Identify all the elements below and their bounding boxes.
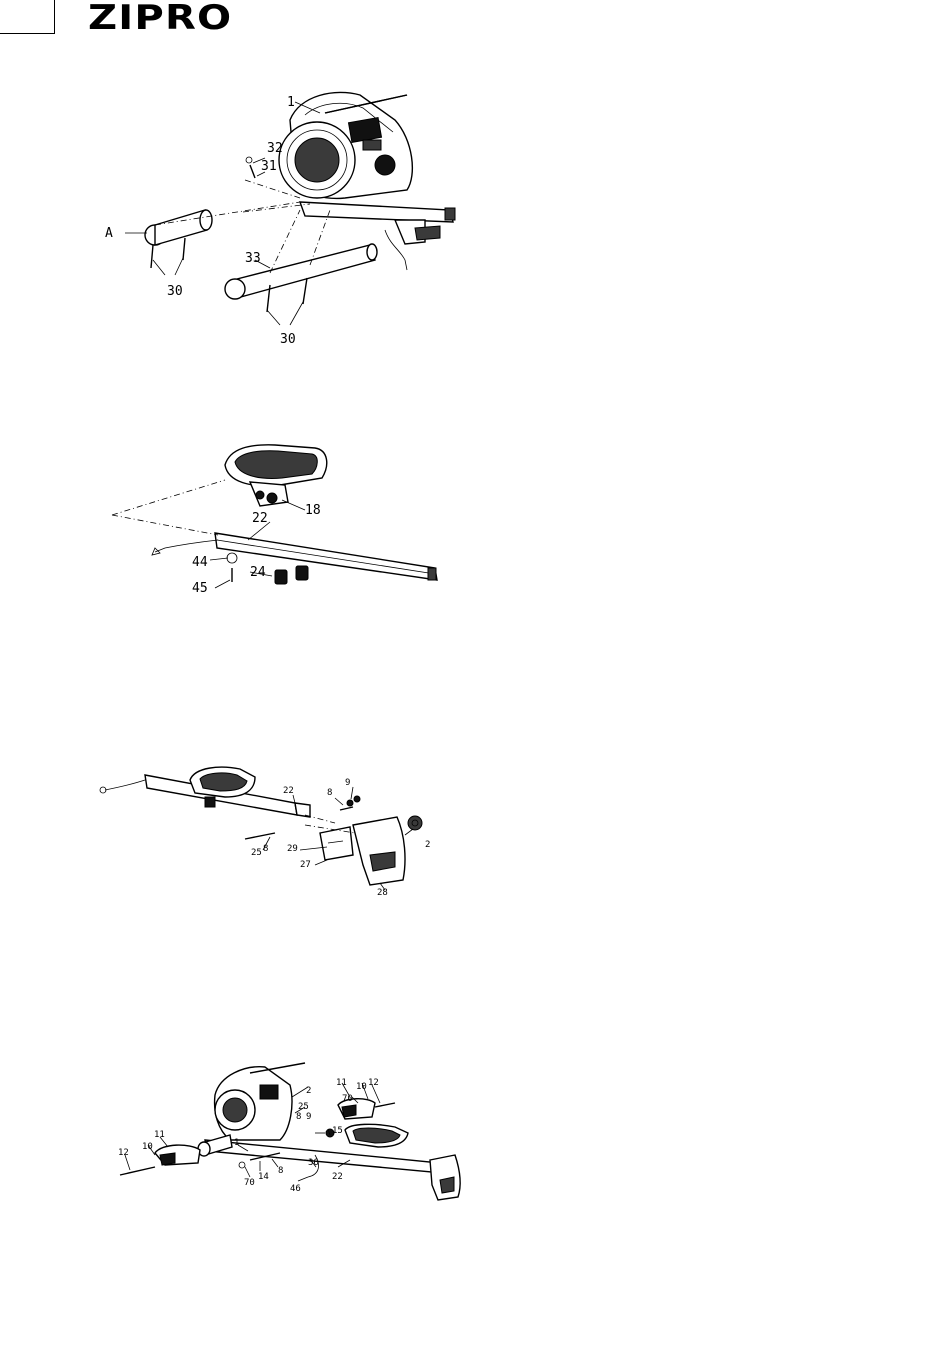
label-part-a: A [105,226,113,241]
label-part-10-right: 10 [356,1082,367,1092]
label-part-12-left: 12 [118,1148,129,1158]
assembly-figure-step-2: 18 22 44 24 45 [100,440,460,610]
label-part-11-left: 11 [154,1130,165,1140]
label-part-18: 18 [305,503,321,518]
label-part-29: 29 [287,844,298,854]
label-part-12-right: 12 [368,1078,379,1088]
label-part-1: 1 [234,1138,239,1148]
label-part-2: 2 [425,840,430,850]
label-part-8: 8 [296,1112,301,1122]
label-part-1: 1 [287,95,295,110]
label-part-8-bottom: 8 [278,1166,283,1176]
label-part-8-bottom: 8 [263,844,268,854]
label-part-44: 44 [192,555,208,570]
label-part-70-top: 70 [342,1094,353,1104]
label-part-24: 24 [250,565,266,580]
label-part-10-left: 10 [142,1142,153,1152]
label-part-32: 32 [267,141,283,156]
label-part-27: 27 [300,860,311,870]
label-part-36: 36 [308,1158,319,1168]
label-part-9: 9 [306,1112,311,1122]
label-part-25: 25 [298,1102,309,1112]
label-part-31: 31 [261,159,277,174]
label-part-22: 22 [283,786,294,796]
label-part-45: 45 [192,581,208,596]
assembly-figure-step-1: 1 32 31 A 33 30 30 [95,80,475,360]
assembly-figure-step-3: 9 8 22 25 8 2 29 27 28 [95,755,455,905]
label-part-22: 22 [332,1172,343,1182]
label-part-8-top: 8 [327,788,332,798]
label-part-30-left: 30 [167,284,183,299]
label-part-33: 33 [245,251,261,266]
label-part-28: 28 [377,888,388,898]
label-part-14: 14 [258,1172,269,1182]
label-part-70-bottom: 70 [244,1178,255,1188]
label-part-22: 22 [252,511,268,526]
label-part-30-right: 30 [280,332,296,347]
label-part-25: 25 [251,848,262,858]
label-part-2: 2 [306,1086,311,1096]
label-part-9: 9 [345,778,350,788]
page-number-box [0,0,55,34]
label-part-46: 46 [290,1184,301,1194]
brand-logo: ZIPRO [88,0,232,38]
label-part-15: 15 [332,1126,343,1136]
label-part-11-right: 11 [336,1078,347,1088]
assembly-figure-step-4: 2 11 70 10 12 25 8 9 15 11 10 12 1 36 70… [110,1055,470,1205]
